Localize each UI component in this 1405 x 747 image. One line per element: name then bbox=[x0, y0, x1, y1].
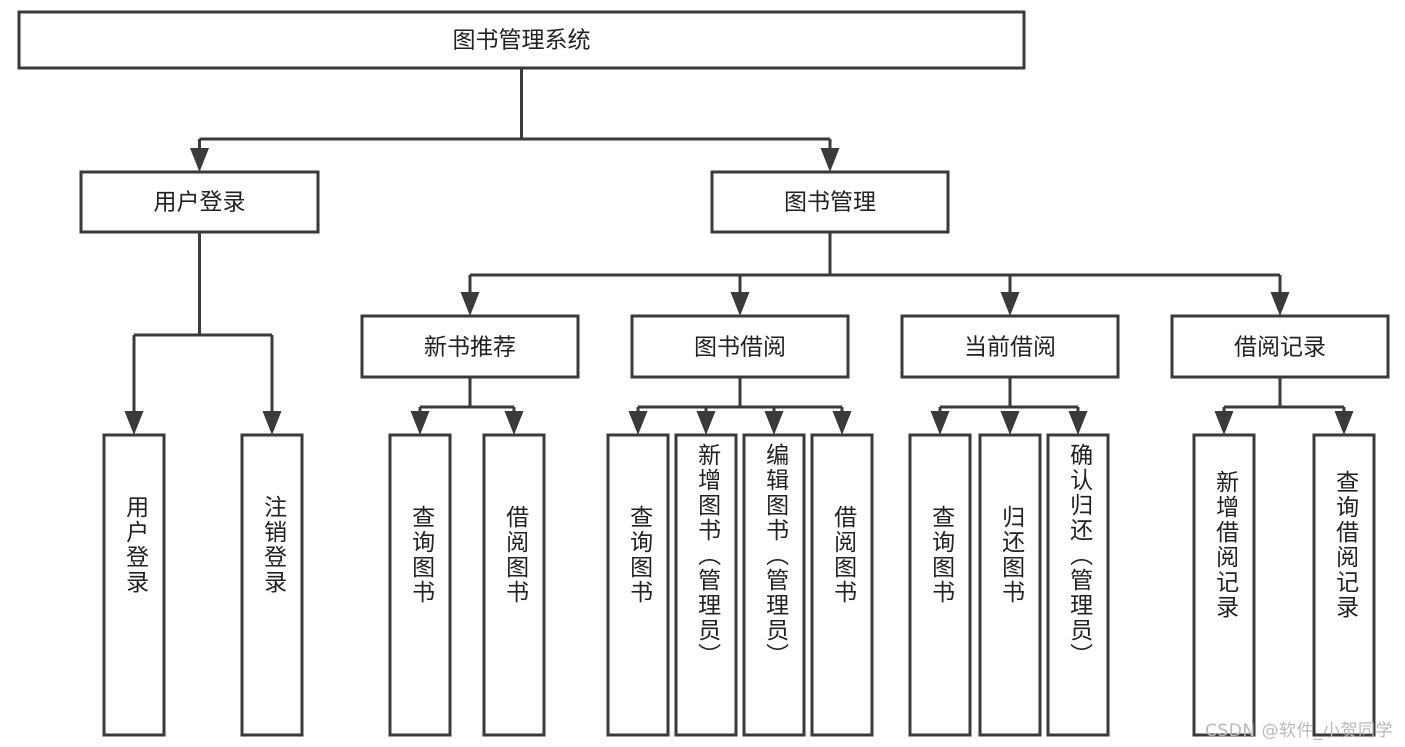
arrowhead-br-add-record bbox=[1214, 411, 1234, 435]
arrowhead-nb-borrow-book bbox=[504, 411, 524, 435]
leaf-box-bb-add-book[interactable] bbox=[674, 433, 738, 737]
leaf-box-nb-borrow-book[interactable] bbox=[482, 433, 546, 737]
node-borrow-records[interactable]: 借阅记录 bbox=[1170, 314, 1390, 379]
arrowhead-borrow-records bbox=[1270, 292, 1290, 316]
leaf-box-cb-confirm-return[interactable] bbox=[1046, 433, 1110, 737]
connector-group-user-login bbox=[124, 232, 282, 435]
leaf-box-br-query-record[interactable] bbox=[1312, 433, 1376, 737]
leaf-box-nb-query-book[interactable] bbox=[388, 433, 452, 737]
node-user-login-label: 用户登录 bbox=[154, 190, 246, 216]
connector-group-new-book-recommend bbox=[410, 377, 524, 435]
node-root-box[interactable] bbox=[17, 10, 1026, 70]
arrowhead-leaf-logout bbox=[262, 411, 282, 435]
node-new-book-recommend[interactable]: 新书推荐 bbox=[360, 314, 580, 379]
arrowhead-current-borrow bbox=[1000, 292, 1020, 316]
node-borrow-records-box[interactable] bbox=[1170, 314, 1390, 379]
node-root[interactable]: 图书管理系统 bbox=[17, 10, 1026, 70]
watermark-text: CSDN @软件_小贺同学 bbox=[1205, 721, 1393, 741]
arrowhead-bb-borrow-book bbox=[832, 411, 852, 435]
arrowhead-cb-return-book bbox=[1000, 411, 1020, 435]
node-book-management[interactable]: 图书管理 bbox=[710, 170, 950, 234]
node-user-login-box[interactable] bbox=[79, 170, 320, 234]
arrowhead-br-query-record bbox=[1334, 411, 1354, 435]
node-book-management-label: 图书管理 bbox=[784, 190, 876, 216]
connector-group-book-borrow bbox=[628, 377, 852, 435]
arrowhead-new-book-recommend bbox=[460, 292, 480, 316]
leaf-box-logout[interactable] bbox=[240, 433, 304, 737]
node-new-book-recommend-label: 新书推荐 bbox=[424, 335, 516, 361]
leaf-box-br-add-record[interactable] bbox=[1192, 433, 1256, 737]
node-current-borrow[interactable]: 当前借阅 bbox=[900, 314, 1120, 379]
connector-group-root bbox=[190, 68, 840, 172]
arrowhead-cb-query-book bbox=[930, 411, 950, 435]
leaf-box-bb-query-book[interactable] bbox=[606, 433, 670, 737]
arrowhead-cb-confirm-return bbox=[1068, 411, 1088, 435]
node-user-login[interactable]: 用户登录 bbox=[79, 170, 320, 234]
arrowhead-bb-edit-book bbox=[764, 411, 784, 435]
connector-group-borrow-records bbox=[1214, 377, 1354, 435]
node-current-borrow-label: 当前借阅 bbox=[964, 335, 1056, 361]
arrowhead-user-login bbox=[190, 148, 209, 172]
leaf-box-cb-query-book[interactable] bbox=[908, 433, 972, 737]
node-book-borrow-label: 图书借阅 bbox=[694, 335, 786, 361]
arrowhead-leaf-user-login bbox=[124, 411, 144, 435]
arrowhead-nb-query-book bbox=[410, 411, 430, 435]
arrowhead-book-management bbox=[820, 148, 840, 172]
leaf-box-bb-edit-book[interactable] bbox=[742, 433, 806, 737]
arrowhead-bb-query-book bbox=[628, 411, 648, 435]
node-current-borrow-box[interactable] bbox=[900, 314, 1120, 379]
node-root-label: 图书管理系统 bbox=[453, 28, 591, 54]
node-book-borrow-box[interactable] bbox=[630, 314, 850, 379]
node-book-management-box[interactable] bbox=[710, 170, 950, 234]
leaf-box-bb-borrow-book[interactable] bbox=[810, 433, 874, 737]
arrowhead-bb-add-book bbox=[696, 411, 716, 435]
leaf-box-user-login[interactable] bbox=[102, 433, 166, 737]
leaf-box-cb-return-book[interactable] bbox=[978, 433, 1042, 737]
arrowhead-book-borrow bbox=[730, 292, 750, 316]
leaf-box-group bbox=[102, 433, 1376, 737]
connector-group-current-borrow bbox=[930, 377, 1088, 435]
connector-group-book-management bbox=[460, 232, 1290, 316]
node-new-book-recommend-box[interactable] bbox=[360, 314, 580, 379]
node-book-borrow[interactable]: 图书借阅 bbox=[630, 314, 850, 379]
node-borrow-records-label: 借阅记录 bbox=[1234, 335, 1326, 361]
